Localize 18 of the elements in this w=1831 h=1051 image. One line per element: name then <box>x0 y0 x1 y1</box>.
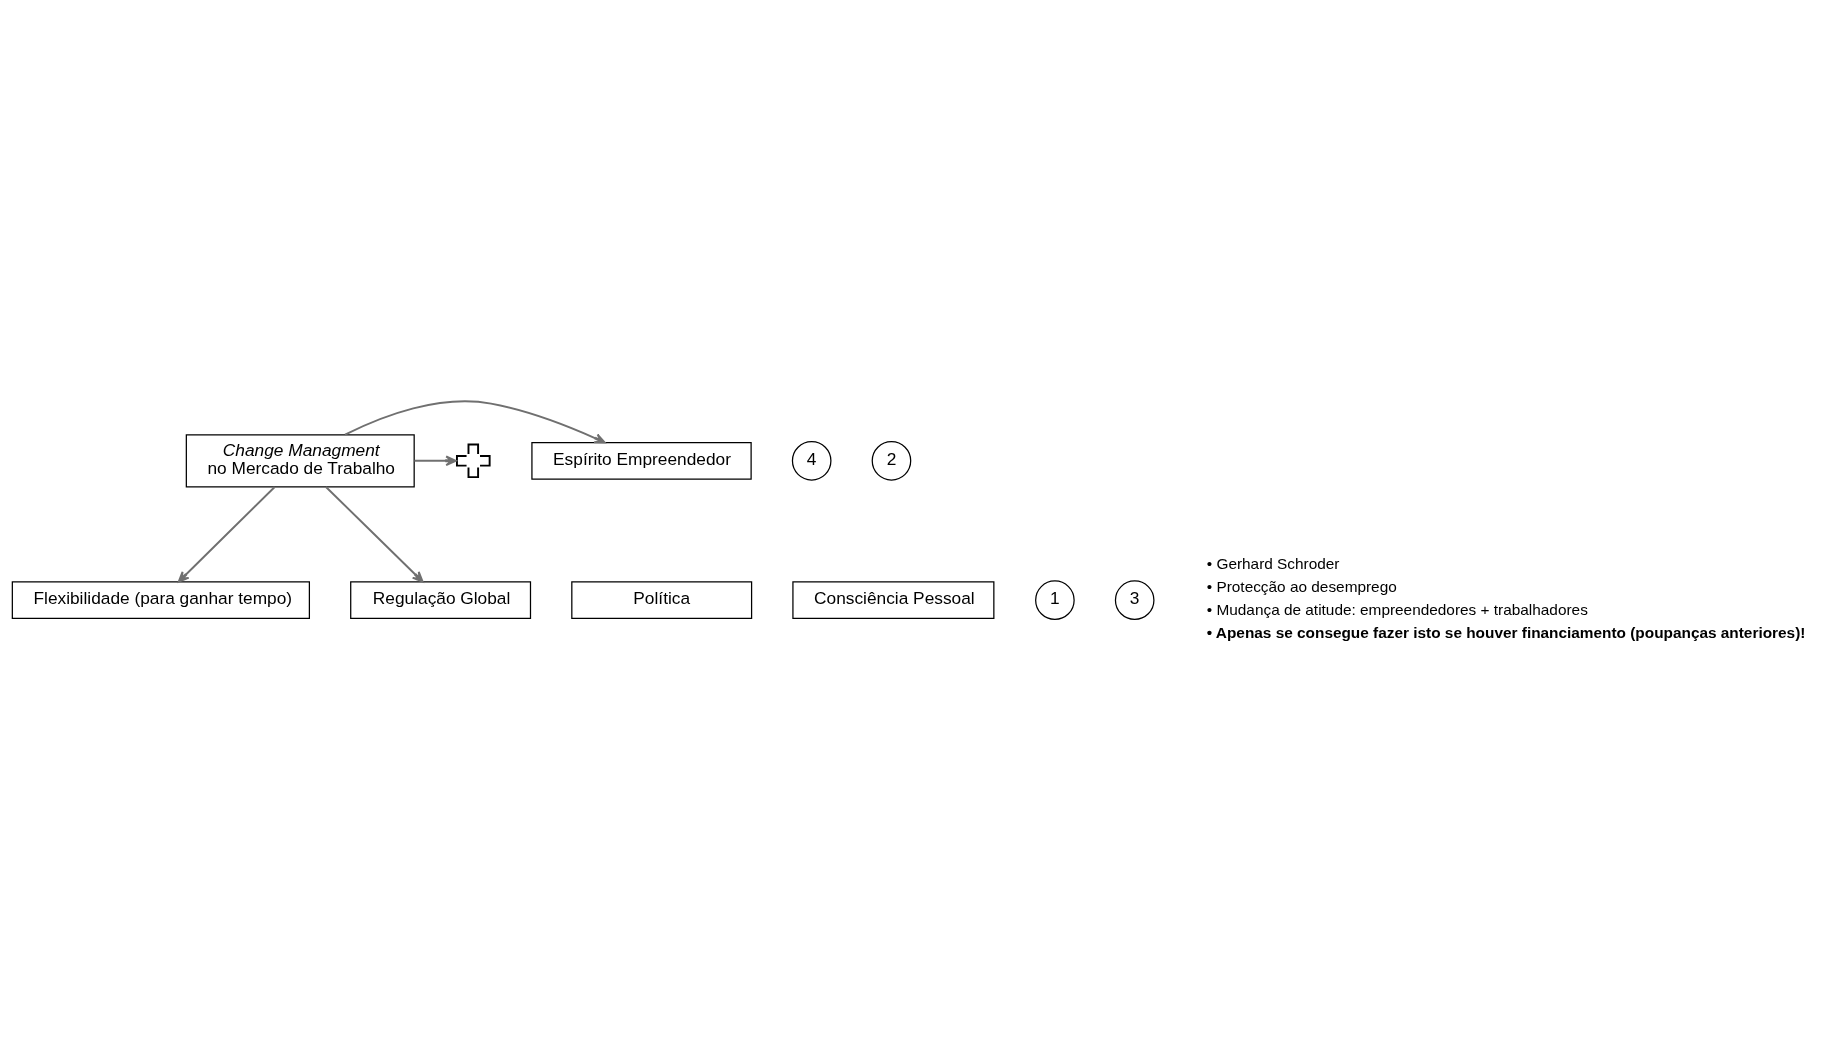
arrow <box>177 485 276 583</box>
arrow <box>344 399 606 443</box>
label: • Apenas se consegue fazer isto se houver financiamento (poupanças anteriores)! <box>1206 623 1806 640</box>
label: • Gerhard Schroder <box>1206 554 1340 572</box>
node-circle: 3 <box>1114 579 1155 620</box>
node-box: Política <box>571 580 753 619</box>
node-circle: 1 <box>1035 579 1075 620</box>
node-box: Espírito Empreendedor <box>531 441 752 480</box>
node-box: Flexibilidade (para ganhar tempo) <box>11 580 310 619</box>
arrow <box>325 485 424 583</box>
node-box: Consciência Pessoal <box>792 580 995 619</box>
node-box: Change Managment no Mercado de Trabalho <box>185 433 415 487</box>
label: • Mudança de atitude: empreendedores + trabalhadores <box>1206 600 1588 618</box>
label: • Protecção ao desemprego <box>1206 577 1397 595</box>
arrow <box>413 455 457 466</box>
node-box: Regulação Global <box>350 580 532 619</box>
node-circle: 4 <box>791 440 832 481</box>
node-circle: 2 <box>871 440 912 481</box>
